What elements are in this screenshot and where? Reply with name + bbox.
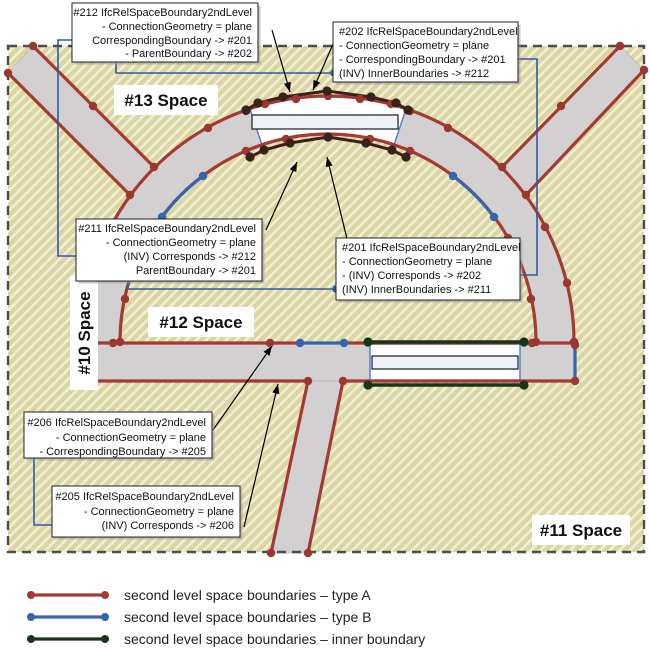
window-glass-right bbox=[371, 355, 519, 370]
annotation-boxes: #212 IfcRelSpaceBoundary2ndLevel - Conne… bbox=[23, 2, 523, 540]
annotation-box-212: #212 IfcRelSpaceBoundary2ndLevel - Conne… bbox=[71, 2, 261, 65]
legend-label-inner-boundary: second level space boundaries – inner bo… bbox=[124, 631, 425, 647]
space-label-12: #12 Space bbox=[159, 313, 242, 332]
inner-boundary-dots-right bbox=[363, 337, 529, 390]
box-212-line-1: #212 IfcRelSpaceBoundary2ndLevel bbox=[73, 7, 252, 19]
legend-dot bbox=[101, 635, 109, 643]
space-label-13: #13 Space bbox=[124, 91, 207, 110]
pointer-arrows bbox=[212, 29, 350, 528]
legend-item-type-a: second level space boundaries – type A bbox=[27, 587, 371, 603]
legend-dot bbox=[27, 591, 35, 599]
box-201-line-1: #201 IfcRelSpaceBoundary2ndLevel bbox=[342, 242, 521, 254]
box-212-line-3: CorrespondingBoundary -> #201 bbox=[92, 35, 252, 47]
window-glass-top bbox=[251, 114, 399, 130]
legend-item-type-b: second level space boundaries – type B bbox=[27, 609, 372, 625]
box-202-line-4: (INV) InnerBoundaries -> #212 bbox=[339, 68, 489, 80]
box-201-line-2: - ConnectionGeometry = plane bbox=[342, 256, 492, 268]
box-212-line-4: - ParentBoundary -> #202 bbox=[125, 48, 252, 60]
annotation-box-201: #201 IfcRelSpaceBoundary2ndLevel - Conne… bbox=[335, 237, 523, 303]
box-201-line-4: (INV) InnerBoundaries -> #211 bbox=[342, 284, 491, 296]
space-label-11: #11 Space bbox=[540, 521, 622, 540]
legend-label-type-b: second level space boundaries – type B bbox=[124, 609, 372, 625]
box-202-line-2: - ConnectionGeometry = plane bbox=[339, 40, 489, 52]
box-206-line-2: - ConnectionGeometry = plane bbox=[56, 432, 206, 444]
legend-label-type-a: second level space boundaries – type A bbox=[124, 587, 371, 603]
legend-item-inner-boundary: second level space boundaries – inner bo… bbox=[27, 631, 425, 647]
legend-dot bbox=[27, 635, 35, 643]
legend-dot bbox=[27, 613, 35, 621]
legend-dot bbox=[101, 591, 109, 599]
box-211-line-1: #211 IfcRelSpaceBoundary2ndLevel bbox=[78, 223, 256, 235]
annotation-box-202: #202 IfcRelSpaceBoundary2ndLevel - Conne… bbox=[332, 21, 521, 85]
annotation-box-205: #205 IfcRelSpaceBoundary2ndLevel - Conne… bbox=[51, 485, 243, 540]
type-b-boundary-dots bbox=[157, 171, 499, 348]
box-211-line-3: (INV) Corresponds -> #212 bbox=[124, 251, 256, 263]
annotation-box-211: #211 IfcRelSpaceBoundary2ndLevel - Conne… bbox=[75, 218, 265, 284]
box-212-line-2: - ConnectionGeometry = plane bbox=[102, 21, 252, 33]
annotation-box-206: #206 IfcRelSpaceBoundary2ndLevel - Conne… bbox=[23, 411, 215, 461]
box-211-line-2: - ConnectionGeometry = plane bbox=[106, 237, 256, 249]
legend-dot bbox=[101, 613, 109, 621]
box-206-line-1: #206 IfcRelSpaceBoundary2ndLevel bbox=[27, 417, 206, 429]
legend: second level space boundaries – type A s… bbox=[27, 587, 425, 647]
box-211-line-4: ParentBoundary -> #201 bbox=[136, 265, 256, 277]
space-label-10: #10 Space bbox=[75, 291, 94, 374]
site-boundary-dashed-border bbox=[6, 44, 646, 554]
box-206-line-3: - CorrespondingBoundary -> #205 bbox=[39, 446, 206, 458]
box-205-line-3: (INV) Corresponds -> #206 bbox=[102, 520, 234, 532]
box-202-line-3: - CorrespondingBoundary -> #201 bbox=[339, 54, 506, 66]
inner-boundary-dots-top bbox=[241, 86, 413, 162]
box-202-line-1: #202 IfcRelSpaceBoundary2ndLevel bbox=[339, 26, 518, 38]
space-labels: #13 Space #12 Space #11 Space #10 Space bbox=[70, 85, 630, 545]
box-201-line-3: - (INV) Corresponds -> #202 bbox=[342, 270, 481, 282]
box-205-line-1: #205 IfcRelSpaceBoundary2ndLevel bbox=[55, 491, 234, 503]
box-205-line-2: - ConnectionGeometry = plane bbox=[84, 506, 234, 518]
